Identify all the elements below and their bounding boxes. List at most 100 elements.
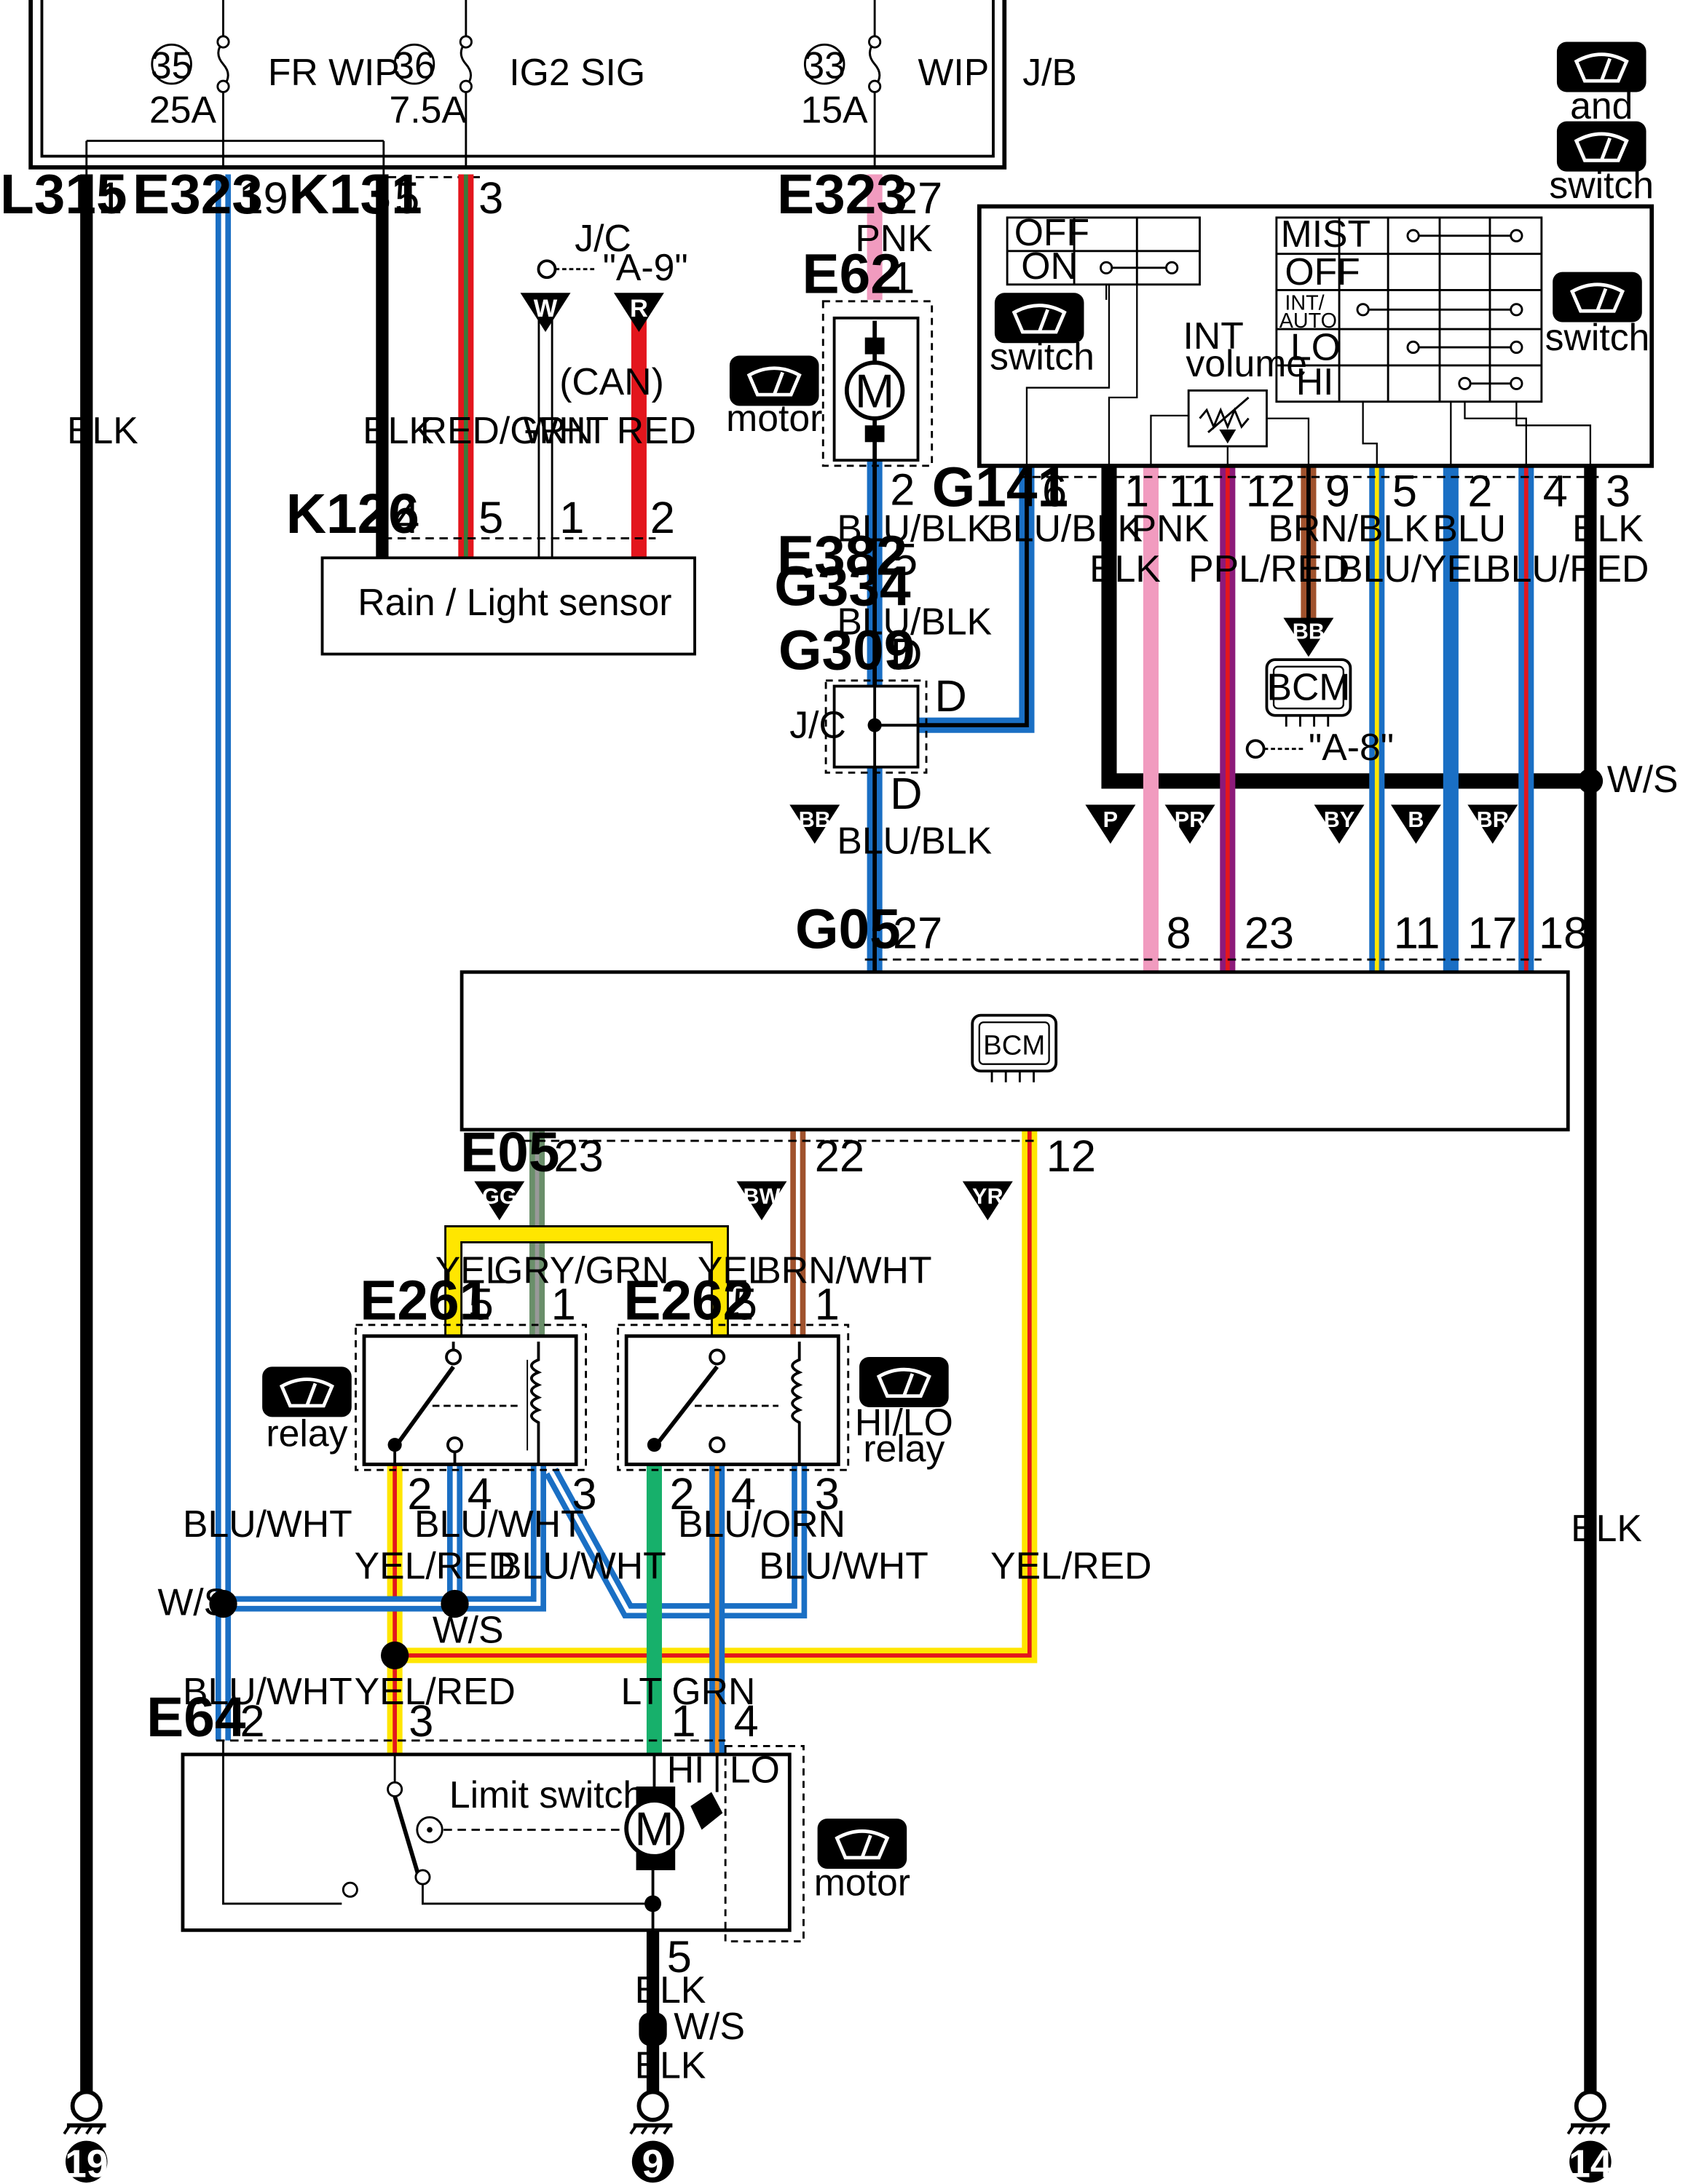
svg-text:4: 4 <box>734 1696 759 1746</box>
svg-text:W/S: W/S <box>1607 758 1679 800</box>
svg-text:(CAN): (CAN) <box>559 360 664 403</box>
svg-text:HI: HI <box>667 1748 705 1790</box>
svg-text:23: 23 <box>554 1131 604 1181</box>
svg-text:W/S: W/S <box>674 2005 745 2047</box>
ground-19: 19 <box>63 2089 109 2184</box>
svg-text:3: 3 <box>478 173 503 223</box>
triangles-row: P PR BY B BR <box>1085 804 1518 844</box>
svg-text:switch: switch <box>990 336 1095 378</box>
svg-text:P: P <box>1103 807 1118 832</box>
svg-text:BLU/WHT: BLU/WHT <box>183 1503 352 1545</box>
svg-text:YEL: YEL <box>698 1249 769 1291</box>
svg-text:relay: relay <box>863 1428 944 1470</box>
svg-text:4: 4 <box>395 493 419 542</box>
svg-text:4: 4 <box>468 1469 492 1519</box>
svg-text:36: 36 <box>393 44 435 86</box>
svg-text:W/S: W/S <box>433 1609 504 1651</box>
svg-text:BLK: BLK <box>1089 547 1161 590</box>
svg-text:FR WIP: FR WIP <box>268 51 400 93</box>
svg-text:YEL: YEL <box>435 1249 507 1291</box>
wires <box>80 174 1597 2092</box>
svg-text:PNK: PNK <box>1132 507 1209 549</box>
svg-text:M: M <box>634 1802 674 1855</box>
relay-e262: E262 5 1 2 4 3 HI/LO relay <box>617 1270 953 1519</box>
svg-text:8: 8 <box>1167 909 1191 958</box>
svg-text:GG: GG <box>482 1184 517 1208</box>
svg-text:BLU/YEL: BLU/YEL <box>1338 547 1493 590</box>
svg-text:"A-9": "A-9" <box>603 246 688 288</box>
svg-text:J/C: J/C <box>789 703 846 745</box>
svg-text:3: 3 <box>1606 466 1630 515</box>
svg-text:switch: switch <box>1545 316 1650 358</box>
svg-text:2: 2 <box>407 1469 432 1519</box>
svg-text:BLU: BLU <box>1432 507 1506 549</box>
svg-text:INT: INT <box>1183 314 1244 357</box>
svg-text:R: R <box>630 295 648 323</box>
svg-text:35: 35 <box>151 44 193 86</box>
svg-text:BB: BB <box>799 807 831 832</box>
bcm-small-ref: BB BCM "A-8" <box>1245 617 1394 768</box>
svg-text:AUTO: AUTO <box>1279 309 1337 333</box>
svg-text:relay: relay <box>266 1412 347 1455</box>
svg-text:OFF: OFF <box>1285 250 1360 293</box>
svg-text:B: B <box>1408 807 1424 832</box>
svg-text:5: 5 <box>478 493 503 542</box>
svg-text:PPL/RED: PPL/RED <box>1188 547 1349 590</box>
svg-text:OFF: OFF <box>1014 211 1089 253</box>
g141-label: G141 <box>932 456 1068 518</box>
svg-text:D: D <box>890 769 922 818</box>
svg-text:2: 2 <box>890 464 915 514</box>
bcm-module: BCM <box>460 970 1570 1132</box>
e323-27-label: E323 <box>777 164 907 226</box>
splice-ws-left <box>209 1589 237 1618</box>
e323-label: E323 <box>133 164 263 226</box>
svg-text:6: 6 <box>1042 466 1067 515</box>
e05-label: E05 <box>460 1122 559 1184</box>
svg-text:5: 5 <box>1392 466 1417 515</box>
svg-text:9: 9 <box>642 2142 664 2184</box>
svg-text:2: 2 <box>240 1696 265 1746</box>
svg-text:1: 1 <box>815 1279 840 1329</box>
e382-label: E382 <box>777 525 907 587</box>
svg-text:BLK: BLK <box>67 409 138 451</box>
svg-text:M: M <box>855 364 894 417</box>
top-connector-labels: L315 1 E323 19 K131 5 3 E323 27 <box>0 164 942 226</box>
svg-text:BLU/WHT: BLU/WHT <box>414 1503 584 1545</box>
svg-text:"A-8": "A-8" <box>1309 726 1394 768</box>
svg-text:2: 2 <box>1467 466 1492 515</box>
ground-9: 9 <box>629 2089 674 2184</box>
bcm-label: BCM <box>983 1029 1045 1061</box>
svg-text:BLK: BLK <box>635 2043 706 2086</box>
svg-text:BCM: BCM <box>1266 666 1350 708</box>
svg-text:1: 1 <box>890 253 915 302</box>
e05-labels: E05 23 22 12 GG BW YR <box>460 1122 1096 1221</box>
splice-yel-red <box>380 1641 409 1670</box>
splice-ws-right <box>1577 768 1604 794</box>
svg-text:J/C: J/C <box>575 217 631 259</box>
svg-text:BLU/WHT: BLU/WHT <box>759 1545 928 1587</box>
g309-label: G309 <box>778 620 915 682</box>
svg-text:volume: volume <box>1186 342 1307 384</box>
jc-a9-ref: J/C "A-9" W R (CAN) <box>520 217 688 403</box>
svg-text:5: 5 <box>893 534 918 584</box>
svg-text:IG2 SIG: IG2 SIG <box>509 51 645 93</box>
rain-light-sensor: K126 4 5 1 2 Rain / Light sensor <box>286 483 696 656</box>
svg-text:BLU/BLK: BLU/BLK <box>837 819 992 861</box>
svg-text:11: 11 <box>1394 909 1440 958</box>
svg-text:4: 4 <box>1543 466 1568 515</box>
svg-text:LO: LO <box>730 1748 780 1790</box>
svg-text:33: 33 <box>803 44 845 86</box>
svg-text:BW: BW <box>743 1184 780 1208</box>
fuse-35: 35 FR WIP 25A <box>149 0 400 167</box>
svg-text:17: 17 <box>1467 909 1517 958</box>
washer-motor: PNK E62 1 M 2 motor <box>726 217 934 514</box>
e262-label: E262 <box>623 1270 754 1332</box>
svg-text:YEL/RED: YEL/RED <box>355 1545 516 1587</box>
svg-text:BRN/BLK: BRN/BLK <box>1268 507 1429 549</box>
svg-text:7.5A: 7.5A <box>389 89 467 131</box>
svg-text:1: 1 <box>559 493 584 542</box>
center-chain: BLU/BLK E382 5 G334 BLU/BLK G309 D J/C D… <box>774 507 992 861</box>
l315-label: L315 <box>0 164 127 226</box>
svg-text:BLK: BLK <box>363 409 434 451</box>
svg-text:BLU/RED: BLU/RED <box>1486 547 1649 590</box>
